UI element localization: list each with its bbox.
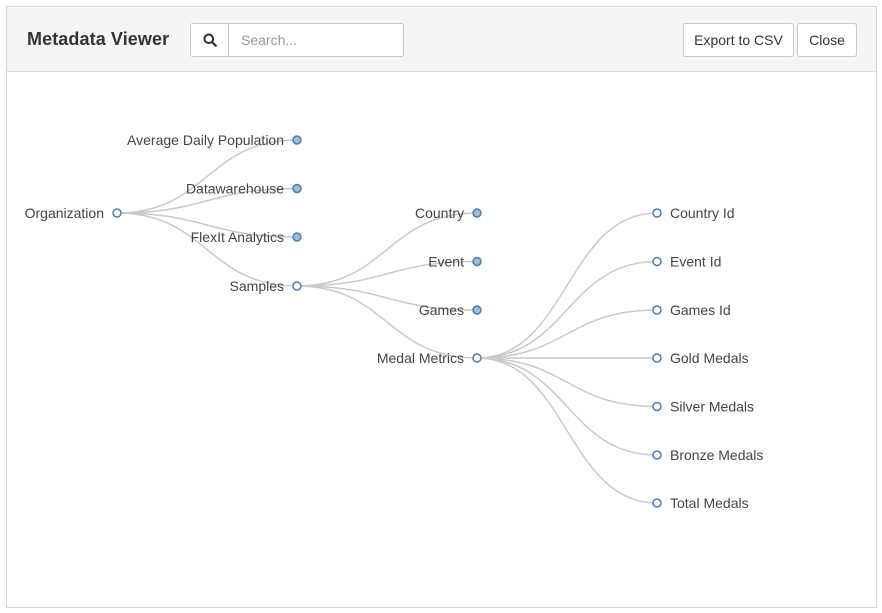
tree-node-circle[interactable] [292, 281, 302, 291]
tree-node-silver-medals[interactable]: Silver Medals [652, 399, 754, 415]
tree-node-total-medals[interactable]: Total Medals [652, 495, 749, 511]
tree-node-label: Event [428, 254, 464, 270]
tree-link [116, 212, 298, 287]
tree-node-country-id[interactable]: Country Id [652, 205, 735, 221]
tree-link [476, 212, 658, 359]
tree-link [116, 139, 298, 214]
tree-link [116, 212, 298, 238]
tree-node-circle[interactable] [652, 305, 662, 315]
tree-node-label: Country [415, 205, 464, 221]
dialog-header: Metadata Viewer Export to CSV Close [7, 7, 876, 72]
tree-node-label: Silver Medals [670, 399, 754, 415]
tree-node-games-id[interactable]: Games Id [652, 302, 731, 318]
tree-node-label: Organization [25, 205, 104, 221]
tree-node-circle[interactable] [472, 305, 482, 315]
tree-node-label: FlexIt Analytics [191, 229, 284, 245]
tree-node-medal-metrics[interactable]: Medal Metrics [377, 350, 482, 366]
search-icon [203, 33, 217, 47]
tree-link [476, 357, 658, 504]
tree-link [476, 309, 658, 359]
search-input[interactable] [230, 24, 402, 56]
tree-node-circle[interactable] [652, 256, 662, 267]
tree-node-circle[interactable] [292, 183, 302, 194]
tree-node-flexit-analytics[interactable]: FlexIt Analytics [191, 229, 302, 245]
tree-node-datawarehouse[interactable]: Datawarehouse [186, 181, 302, 197]
tree-node-label: Games Id [670, 302, 731, 318]
tree-link [296, 285, 478, 311]
tree-node-label: Average Daily Population [127, 132, 284, 148]
tree-node-label: Country Id [670, 205, 735, 221]
tree-node-label: Event Id [670, 254, 721, 270]
tree-node-circle[interactable] [652, 401, 662, 412]
tree-link [116, 187, 298, 214]
tree-node-country[interactable]: Country [415, 205, 482, 221]
tree-link [296, 212, 478, 287]
tree-node-label: Total Medals [670, 495, 749, 511]
tree-node-games[interactable]: Games [419, 302, 482, 318]
dialog-title: Metadata Viewer [27, 29, 170, 49]
tree-link [296, 285, 478, 359]
tree-node-label: Samples [230, 278, 284, 294]
tree-node-label: Games [419, 302, 464, 318]
search-box [190, 23, 404, 57]
tree-link [476, 357, 658, 408]
tree-node-circle[interactable] [652, 450, 662, 460]
tree-node-circle[interactable] [652, 498, 662, 508]
tree-node-label: Bronze Medals [670, 447, 763, 463]
tree-link [296, 260, 478, 287]
export-csv-button[interactable]: Export to CSV [683, 23, 794, 57]
tree-node-label: Gold Medals [670, 350, 749, 366]
tree-node-circle[interactable] [292, 135, 302, 145]
search-button[interactable] [191, 24, 229, 56]
tree-node-event[interactable]: Event [428, 254, 482, 270]
tree-node-event-id[interactable]: Event Id [652, 254, 721, 270]
tree-link [476, 260, 658, 359]
tree-node-label: Datawarehouse [186, 181, 284, 197]
tree-link [476, 357, 658, 456]
tree-node-samples[interactable]: Samples [230, 278, 302, 294]
tree-node-circle[interactable] [652, 353, 662, 363]
metadata-viewer-dialog: Metadata Viewer Export to CSV Close [6, 6, 877, 608]
tree-node-circle[interactable] [472, 208, 482, 218]
tree-node-organization[interactable]: Organization [25, 205, 122, 221]
tree-node-circle[interactable] [292, 232, 302, 242]
tree-node-bronze-medals[interactable]: Bronze Medals [652, 447, 763, 463]
tree-node-circle[interactable] [112, 208, 122, 218]
tree-node-circle[interactable] [472, 256, 482, 267]
tree-node-gold-medals[interactable]: Gold Medals [652, 350, 749, 366]
tree-node-average-daily-population[interactable]: Average Daily Population [127, 132, 302, 148]
tree-node-circle[interactable] [472, 353, 482, 363]
close-button[interactable]: Close [797, 23, 857, 57]
tree-node-label: Medal Metrics [377, 350, 464, 366]
tree-node-circle[interactable] [652, 208, 662, 218]
